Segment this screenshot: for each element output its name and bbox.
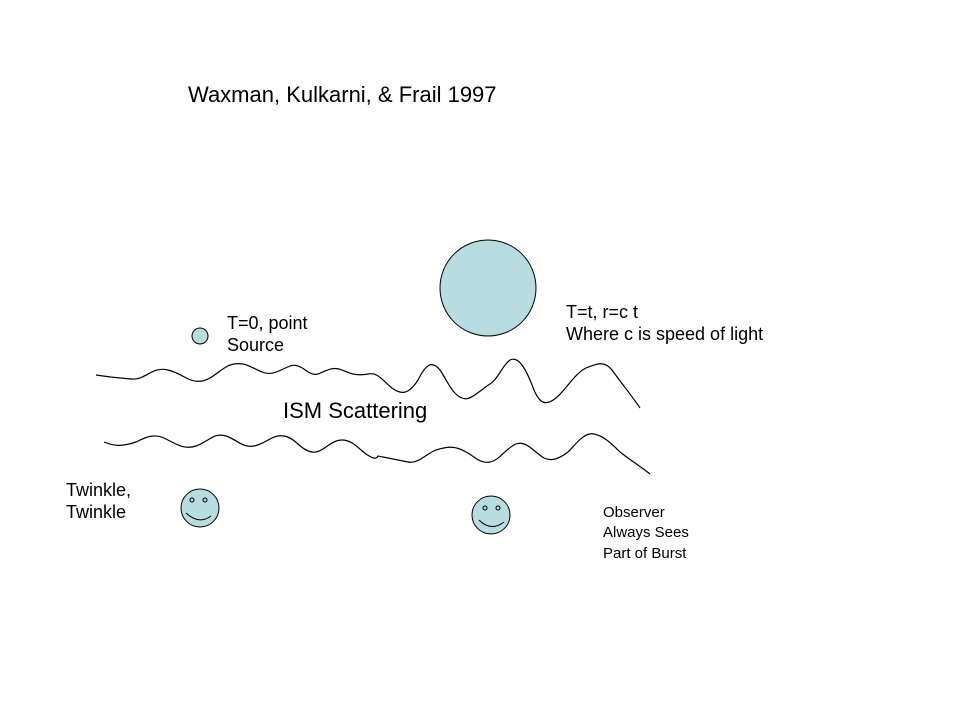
- twinkle-label-line: Twinkle,: [66, 480, 132, 500]
- twinkle-face-icon: [180, 488, 220, 528]
- observer-face-icon: [471, 495, 511, 535]
- observer-label-line: Always Sees: [603, 524, 689, 542]
- slide-title: Waxman, Kulkarni, & Frail 1997: [188, 82, 497, 107]
- point-source-label-line: Source: [227, 334, 285, 355]
- twinkle-label-line: Twinkle: [66, 501, 127, 522]
- expanding-shell-label-line: T=t, r=c t: [566, 302, 639, 322]
- expanding-shell-label-line: Where c is speed of light: [566, 323, 764, 344]
- expanding-shell-label: T=t, r=c t Where c is speed of light: [566, 302, 763, 346]
- point-source-circle: [191, 327, 209, 345]
- observer-label-line: Part of Burst: [603, 544, 687, 562]
- point-source-label: T=0, point Source: [227, 313, 308, 357]
- point-source-label-line: T=0, point: [227, 313, 308, 333]
- expanding-shell-circle: [439, 239, 537, 337]
- observer-label-line: Observer: [603, 504, 665, 521]
- twinkle-label: Twinkle, Twinkle: [66, 480, 131, 524]
- scattering-wave-upper: [95, 358, 641, 409]
- observer-label: Observer Always Sees Part of Burst: [603, 503, 689, 564]
- scattering-wave-lower: [103, 433, 651, 475]
- ism-scattering-label: ISM Scattering: [283, 398, 428, 423]
